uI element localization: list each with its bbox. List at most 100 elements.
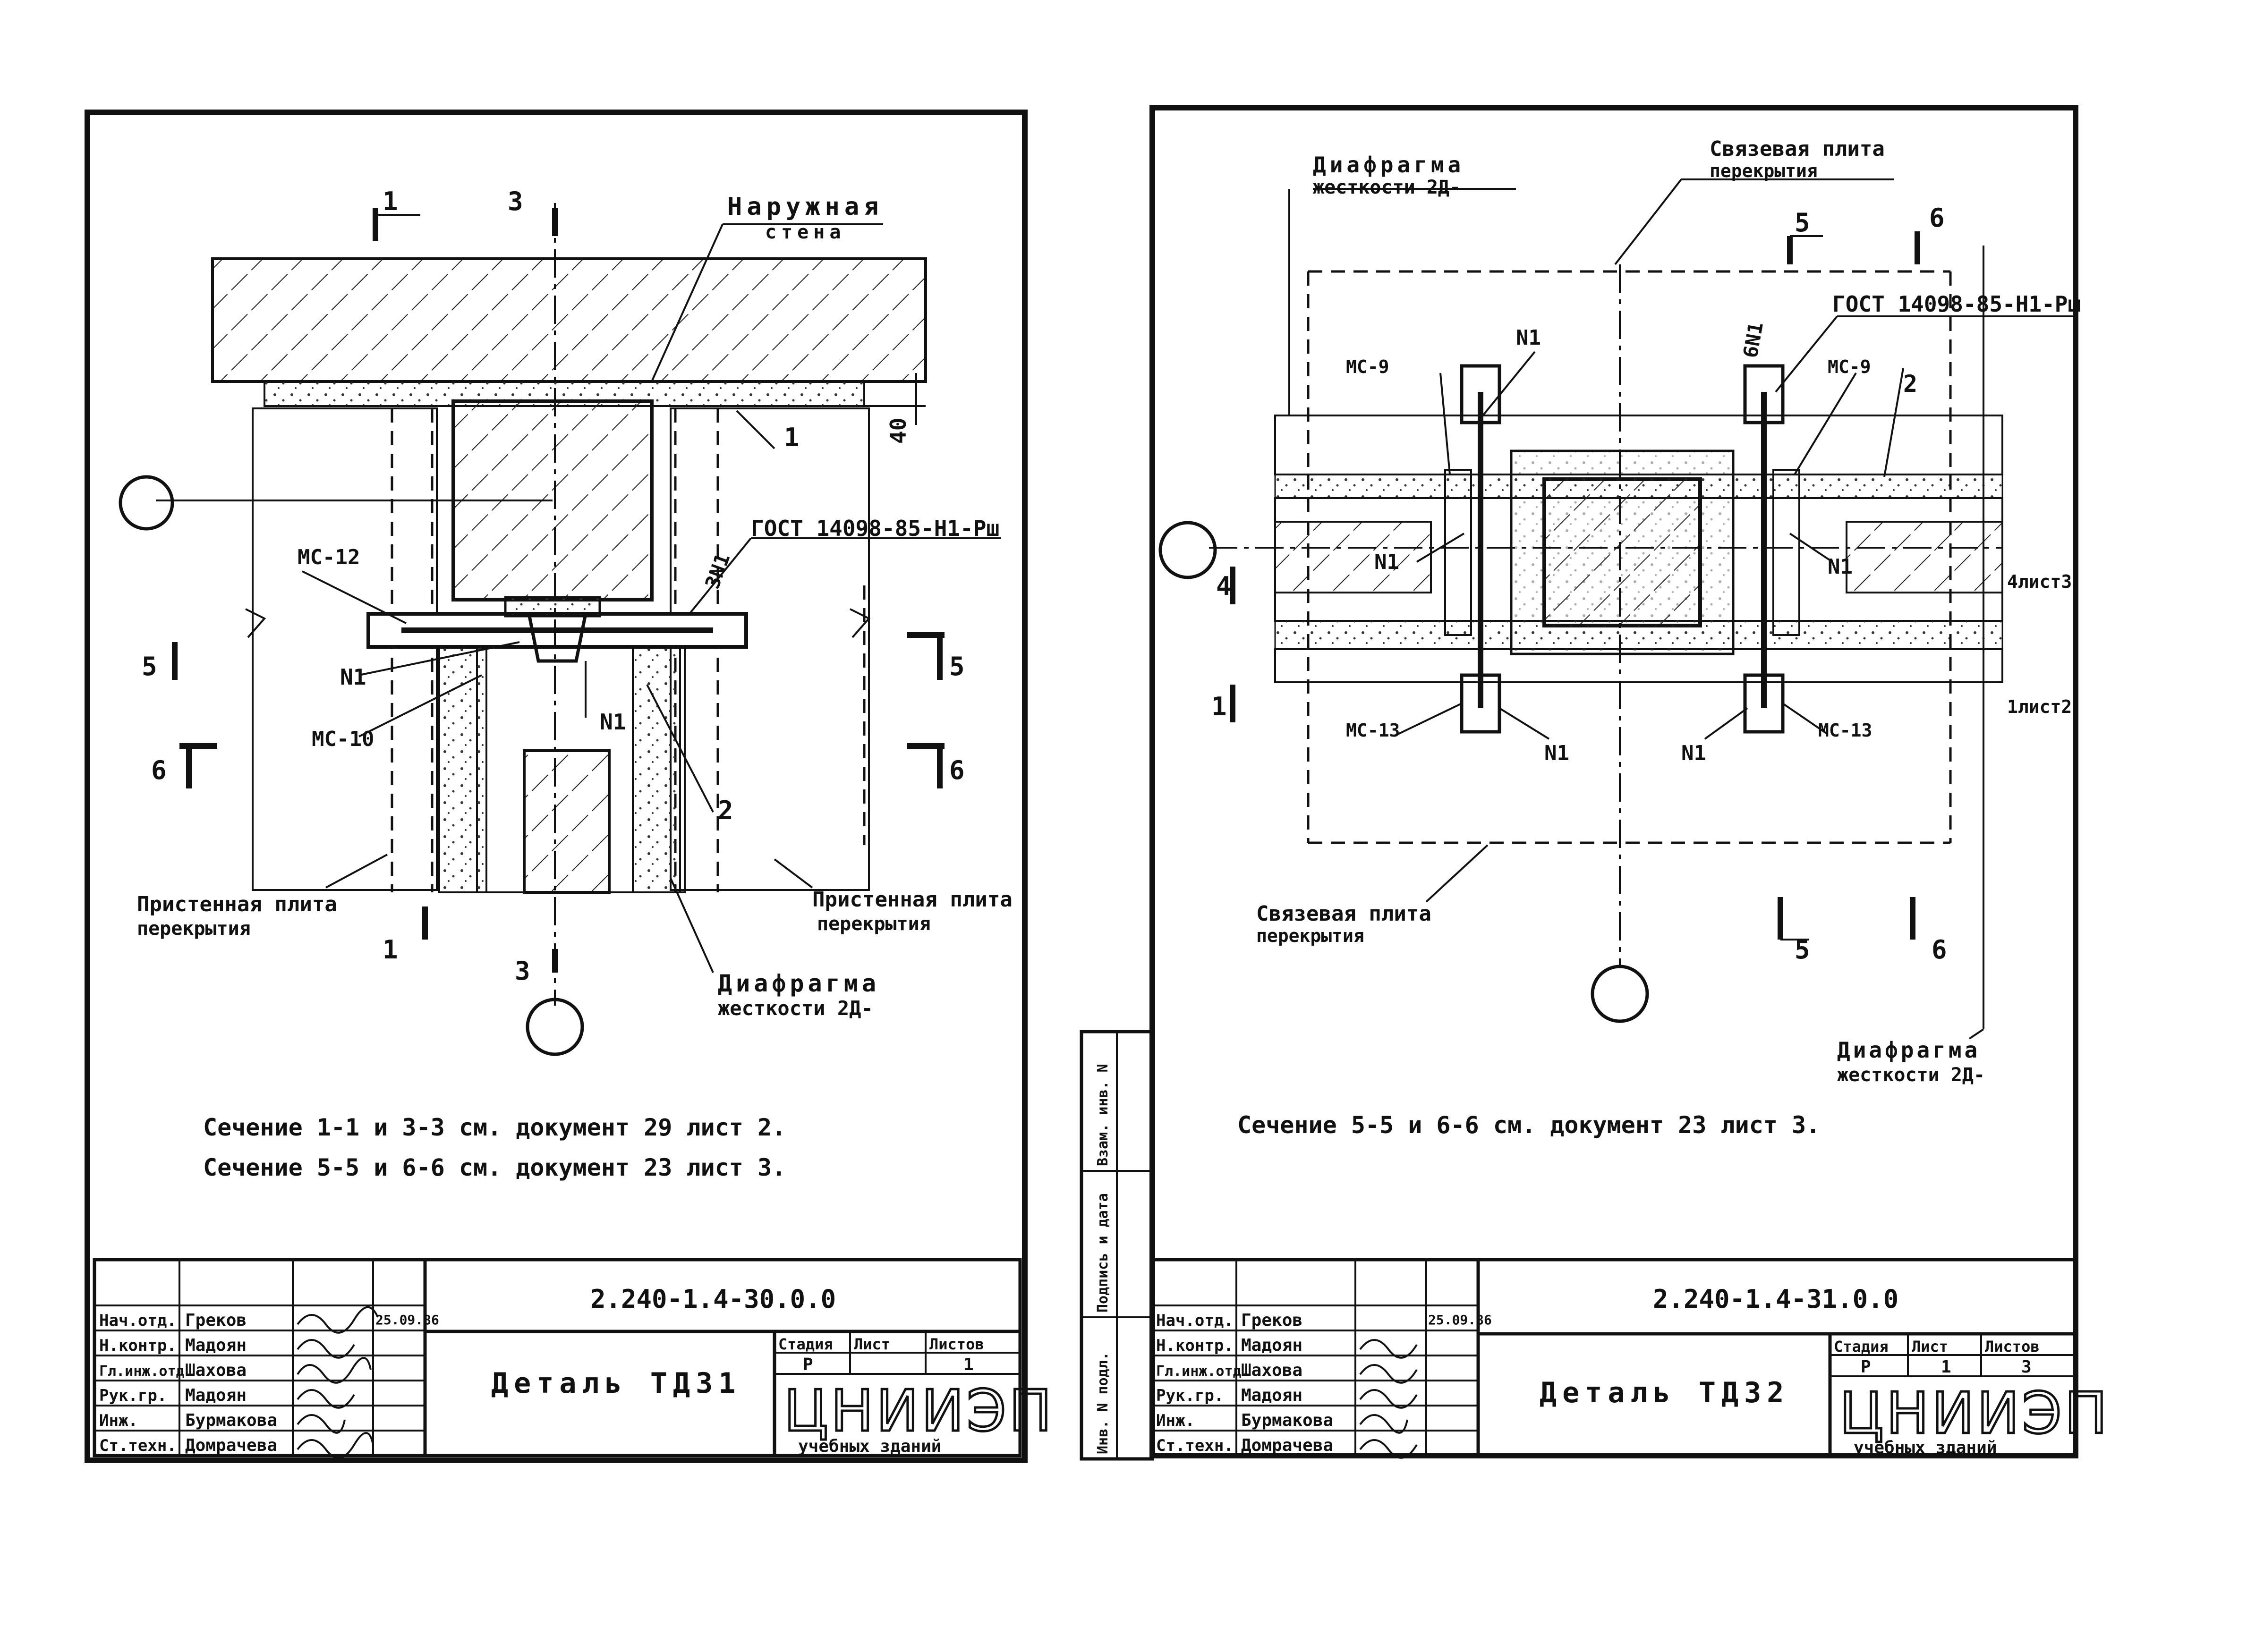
section-3-bottom: 3 — [515, 956, 530, 986]
axis-bubble-left-right — [1158, 521, 1217, 579]
left-name-6: Домрачева — [185, 1436, 277, 1455]
left-note-2: Сечение 5-5 и 6-6 см. документ 23 лист 3… — [203, 1154, 786, 1181]
right-detail-title: Деталь ТД32 — [1540, 1376, 1789, 1409]
mc9-right-label: МС-9 — [1828, 356, 1871, 377]
right-role-3: Гл.инж.отд. — [1156, 1363, 1250, 1380]
left-signatures — [297, 1306, 379, 1459]
sheet2-ref: 1лист2 — [2007, 696, 2072, 717]
mc9-left-label: МС-9 — [1346, 356, 1389, 377]
right-doc-number: 2.240-1.4-31.0.0 — [1653, 1284, 1898, 1314]
section-3-top: 3 — [508, 186, 523, 216]
left-name-5: Бурмакова — [185, 1411, 277, 1430]
gost-label-right: ГОСТ 14098-85-Н1-Рш — [1832, 291, 2081, 317]
left-stage-header: Стадия — [778, 1335, 833, 1353]
section-1-top: 1 — [383, 186, 398, 216]
right-org-logo: ЦНИИЭП — [1839, 1381, 2110, 1447]
left-sheets-header: Листов — [929, 1335, 984, 1353]
left-detail-title: Деталь ТД31 — [491, 1367, 741, 1400]
right-role-2: Н.контр. — [1156, 1336, 1234, 1355]
right-org-sub: учебных зданий — [1854, 1438, 1997, 1457]
left-role-4: Рук.гр. — [99, 1386, 167, 1405]
n1-bottom-left-label: N1 — [1544, 741, 1569, 765]
n1-mid-right-label: N1 — [1828, 555, 1853, 579]
left-role-5: Инж. — [99, 1411, 138, 1430]
right-name-2: Мадоян — [1241, 1336, 1302, 1355]
right-sheet: Взам. инв. N Подпись и дата Инв. N подл. — [1080, 105, 2110, 1461]
axis-bubble-bottom — [526, 998, 584, 1056]
left-name-1: Греков — [185, 1311, 247, 1330]
left-role-3: Гл.инж.отд — [99, 1363, 185, 1380]
position-2-right: 2 — [1903, 370, 1917, 398]
diaphragm-bottom-label: Диафрагма — [1837, 1037, 1980, 1063]
section-5-top-right: 5 — [1795, 208, 1810, 237]
diaphragm-core — [523, 749, 611, 894]
right-role-1: Нач.отд. — [1156, 1311, 1234, 1330]
right-signatures — [1359, 1339, 1418, 1459]
left-sheets: 1 — [963, 1355, 974, 1374]
wall-slab-right — [670, 407, 870, 891]
left-sheet-frame — [85, 110, 1028, 1463]
right-sheet: 1 — [1941, 1357, 1951, 1377]
left-name-2: Мадоян — [185, 1336, 247, 1355]
n1-bottom-right-label: N1 — [1681, 741, 1706, 765]
section-6-top-right: 6 — [1929, 203, 1945, 233]
axis-bubble-left — [119, 475, 174, 531]
right-stage-header: Стадия — [1834, 1338, 1889, 1355]
left-sheet-header: Лист — [854, 1335, 890, 1353]
n1-left-label: N1 — [340, 664, 366, 690]
left-org-logo: ЦНИИЭП — [784, 1379, 1055, 1444]
left-role-2: Н.контр. — [99, 1336, 177, 1355]
section-1-bottom: 1 — [383, 935, 398, 965]
section-1-right: 1 — [1211, 692, 1227, 721]
left-stage: Р — [803, 1355, 813, 1374]
right-title-block: Нач.отд. Н.контр. Гл.инж.отд. Рук.гр. Ин… — [1150, 1258, 2110, 1459]
n1-top-label: N1 — [1516, 326, 1541, 350]
n1-mid-left-label: N1 — [1374, 550, 1399, 574]
sheet3-ref: 4лист3 — [2007, 571, 2072, 592]
left-sheet: 40 1 3 1 — [85, 110, 1055, 1463]
right-name-4: Мадоян — [1241, 1386, 1302, 1405]
left-date: 25.09.86 — [375, 1312, 439, 1328]
tie-slab-top-label: Связевая плита — [1710, 137, 1885, 161]
right-note-1: Сечение 5-5 и 6-6 см. документ 23 лист 3… — [1237, 1111, 1820, 1139]
right-stage: Р — [1861, 1357, 1871, 1377]
wall-slab-left — [252, 407, 438, 891]
right-sheet-header: Лист — [1912, 1338, 1948, 1355]
six-n1-label: 6N1 — [1739, 321, 1768, 360]
diaphragm-label-2: жесткости 2Д- — [718, 997, 873, 1020]
wall-slab-right-label: Пристенная плита — [812, 888, 1013, 912]
right-sheets: 3 — [2021, 1357, 2032, 1377]
outer-wall-label: Наружная — [727, 193, 883, 221]
left-doc-number: 2.240-1.4-30.0.0 — [590, 1284, 836, 1314]
outer-wall — [211, 257, 927, 383]
diaphragm-top-label: Диафрагма — [1313, 152, 1464, 178]
right-name-6: Домрачева — [1241, 1436, 1333, 1455]
three-n1-label: 3N1 — [700, 550, 734, 592]
section-5-bottom-right: 5 — [1795, 935, 1810, 965]
mc10-label: МС-10 — [312, 727, 374, 751]
right-date: 25.09.86 — [1428, 1312, 1492, 1328]
position-1: 1 — [784, 423, 800, 452]
left-name-3: Шахова — [185, 1361, 247, 1380]
right-role-6: Ст.техн. — [1156, 1436, 1234, 1455]
section-6-bottom-right: 6 — [1932, 935, 1947, 965]
section-5-right: 5 — [949, 652, 965, 681]
section-4-right: 4 — [1216, 571, 1232, 601]
diaphragm-bottom-label-2: жесткости 2Д- — [1837, 1064, 1985, 1086]
right-sheets-header: Листов — [1985, 1338, 2040, 1355]
left-note-1: Сечение 1-1 и 3-3 см. документ 29 лист 2… — [203, 1114, 786, 1141]
position-2: 2 — [718, 796, 733, 825]
right-name-5: Бурмакова — [1241, 1411, 1333, 1430]
diaphragm-top-label-2: жесткости 2Д- — [1313, 177, 1461, 198]
left-role-1: Нач.отд. — [99, 1311, 177, 1330]
side-stamp-inv: Инв. N подл. — [1095, 1352, 1111, 1454]
n1-center-label: N1 — [600, 709, 626, 735]
outer-wall-label-2: стена — [765, 221, 845, 243]
section-6-left: 6 — [151, 755, 167, 785]
dim-40: 40 — [885, 418, 911, 444]
gost-label: ГОСТ 14098-85-Н1-Рш — [751, 516, 999, 541]
axis-bubble-bottom-right — [1591, 965, 1649, 1023]
side-stamp-replace: Взам. инв. N — [1095, 1064, 1111, 1166]
mc12-label: МС-12 — [298, 545, 360, 569]
mc13-right-label: МС-13 — [1818, 720, 1872, 741]
